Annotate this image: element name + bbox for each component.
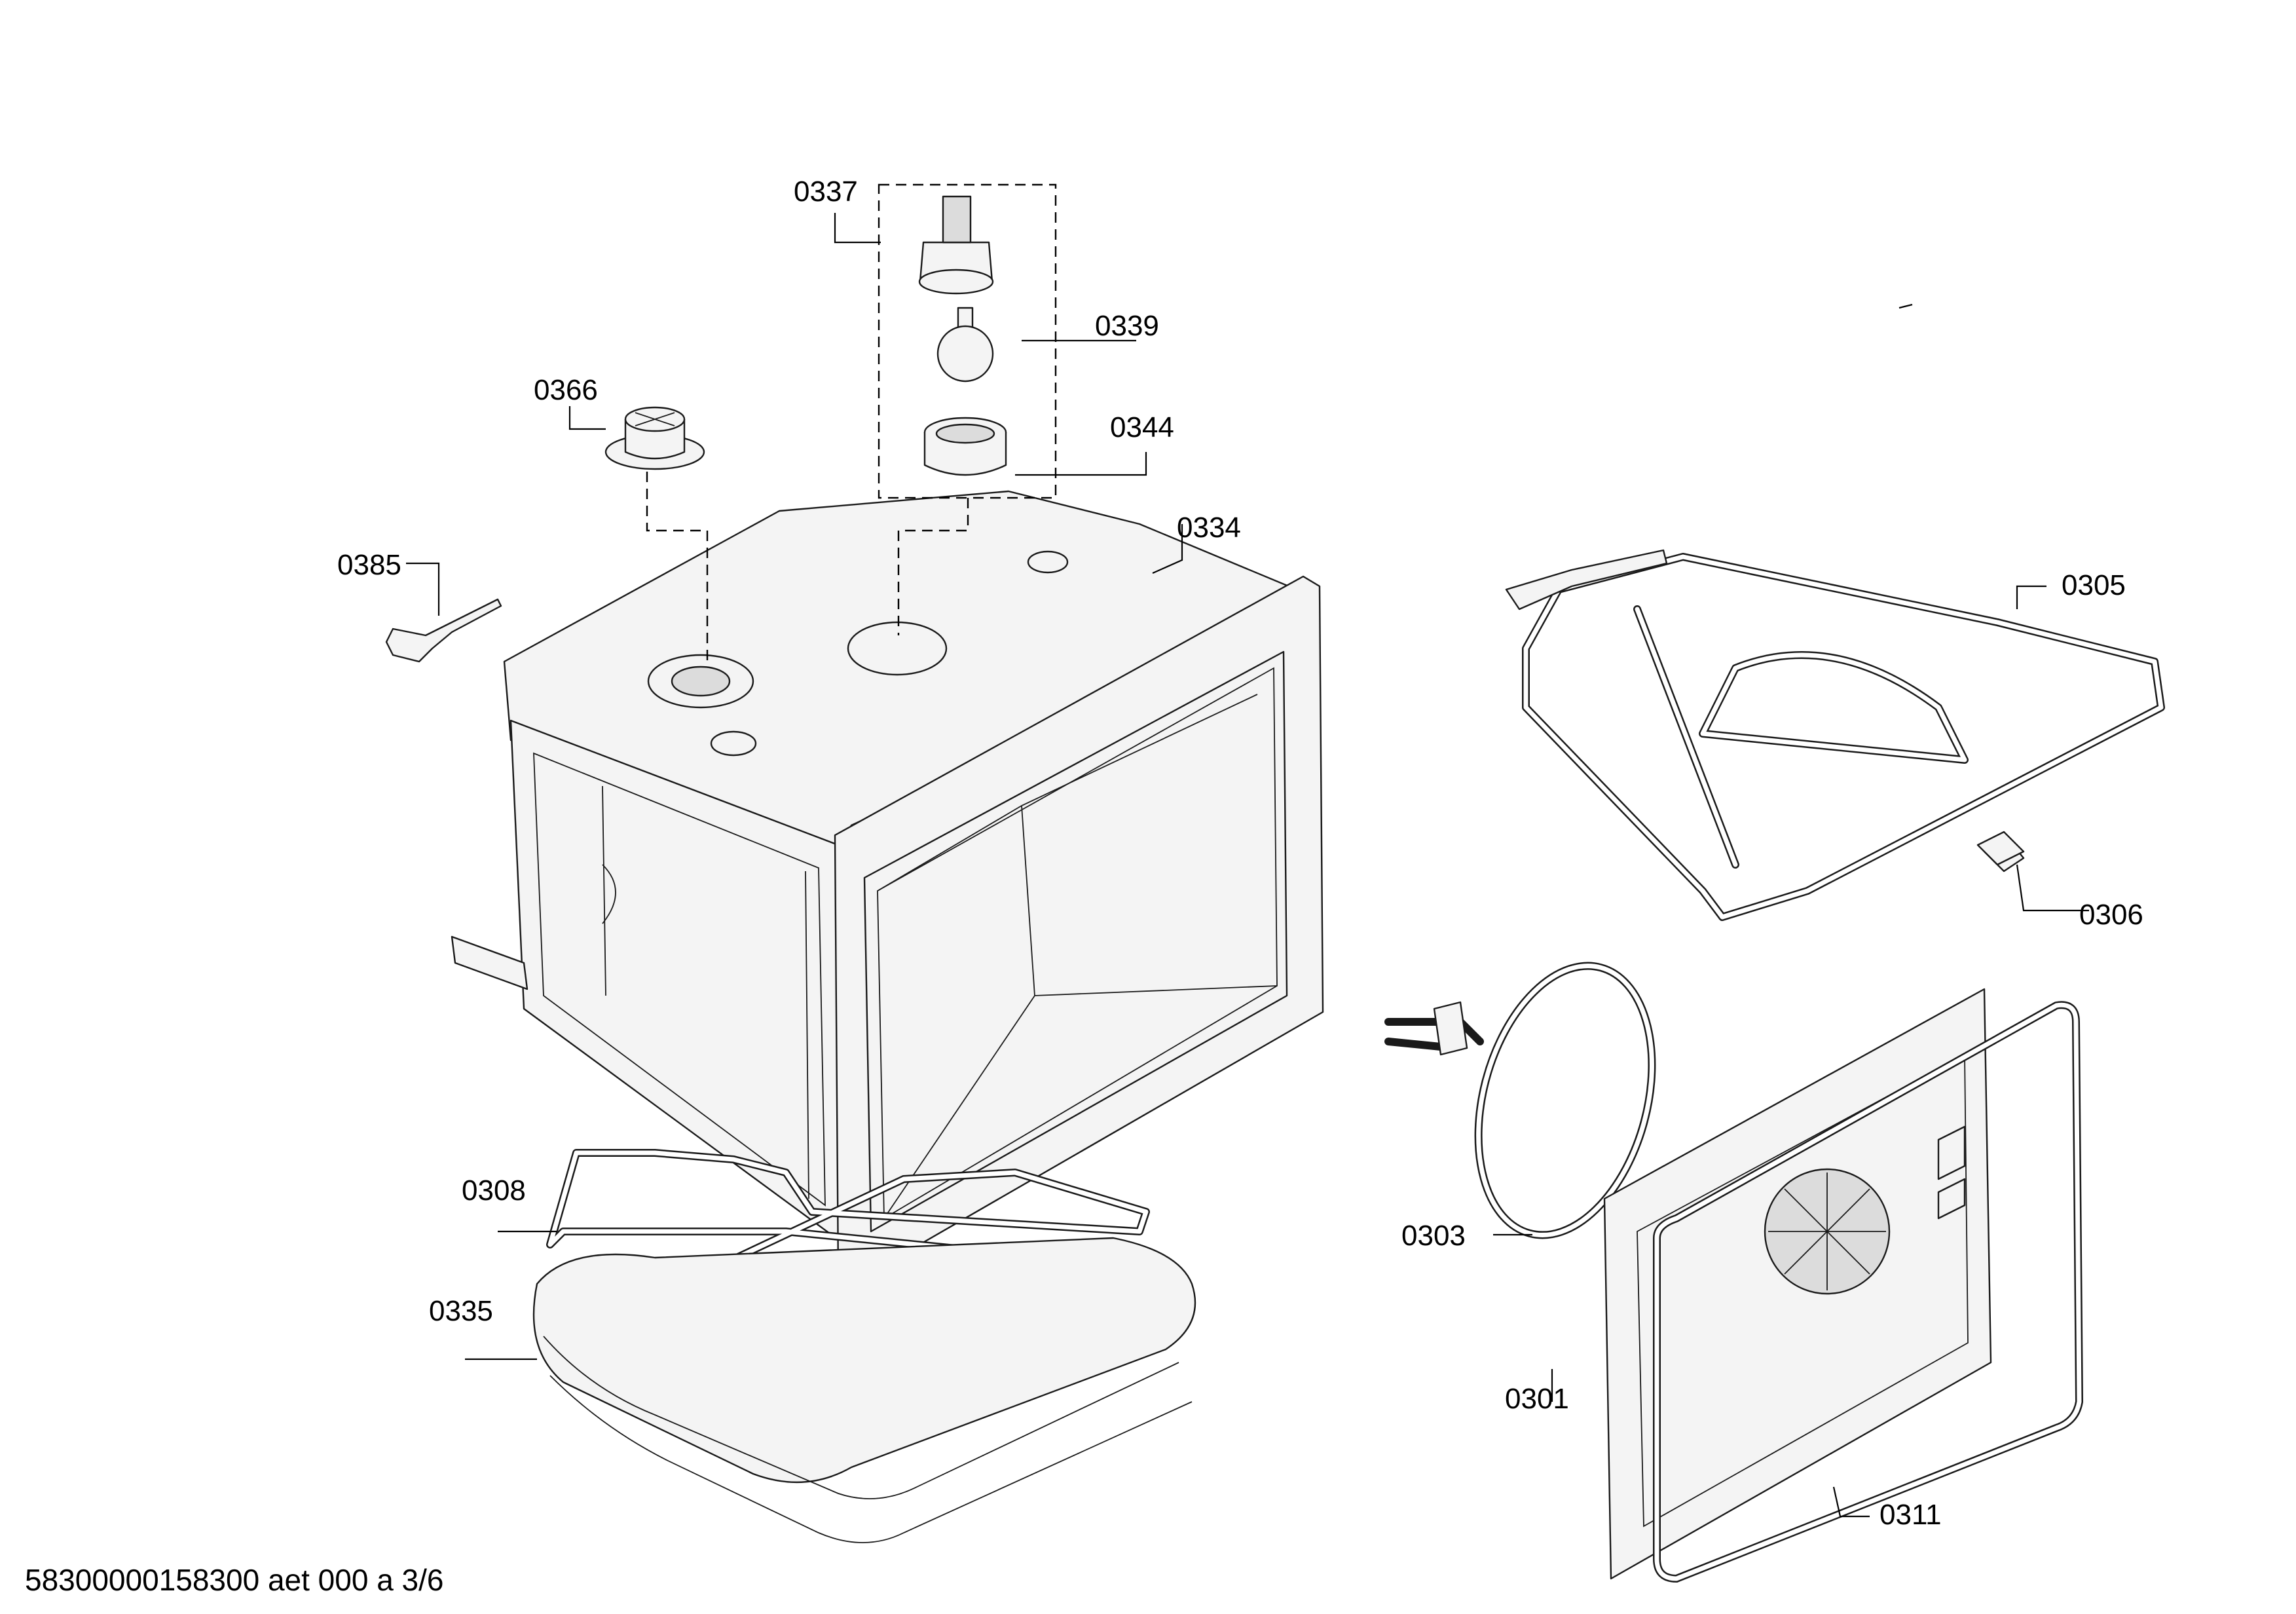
callout-0335: 0335 — [429, 1295, 493, 1327]
callout-0308: 0308 — [462, 1174, 526, 1207]
callout-0303: 0303 — [1401, 1220, 1466, 1252]
callout-0344: 0344 — [1110, 411, 1174, 443]
bracket-part — [1976, 831, 2025, 866]
callout-0366: 0366 — [534, 374, 598, 406]
clip-part — [385, 598, 502, 663]
callout-0305: 0305 — [2062, 569, 2126, 601]
callout-0301: 0301 — [1505, 1383, 1569, 1415]
lamp-socket-part — [918, 195, 994, 295]
document-footer: 58300000158300 aet 000 a 3/6 — [25, 1563, 444, 1597]
callout-0306: 0306 — [2079, 899, 2143, 931]
callout-0311: 0311 — [1879, 1499, 1942, 1531]
leader-lines — [406, 213, 2089, 1518]
callout-0337: 0337 — [794, 176, 858, 208]
insulation-part — [532, 1237, 1196, 1543]
rear-panel-part — [1603, 988, 1992, 1580]
callout-0339: 0339 — [1095, 310, 1159, 342]
fan-bush-part — [604, 406, 705, 470]
callout-labels: 0337 0339 0366 0344 0334 0385 0305 0306 … — [337, 176, 2143, 1531]
door-seal-part — [1653, 1001, 2083, 1583]
oven-cavity-part — [451, 490, 1324, 1285]
lamp-bulb-part — [936, 307, 994, 383]
circular-heater-part — [1384, 962, 1656, 1239]
top-heater-part — [1505, 549, 2165, 921]
lamp-glass-part — [923, 417, 1007, 476]
callout-0385: 0385 — [337, 549, 401, 581]
callout-0334: 0334 — [1177, 512, 1241, 544]
